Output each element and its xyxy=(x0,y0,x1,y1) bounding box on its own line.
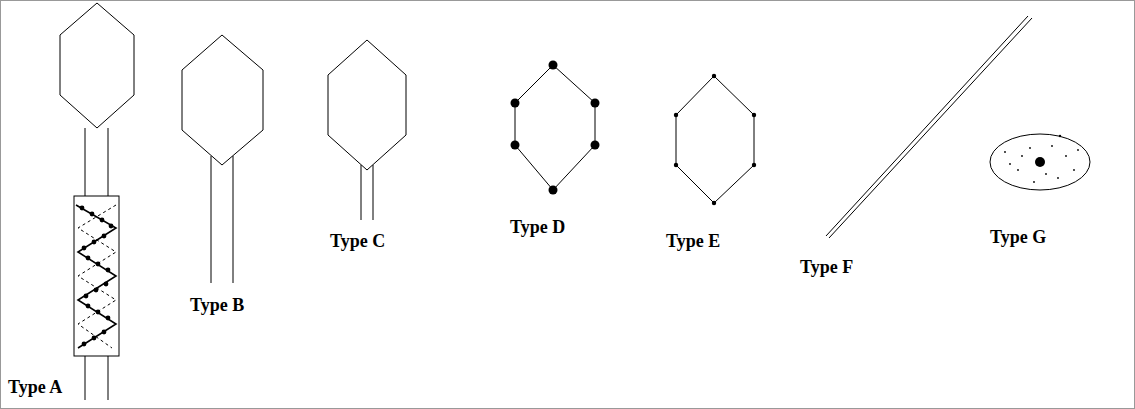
phage-a xyxy=(60,3,134,400)
type-label: Type G xyxy=(990,228,1046,248)
type-label: Type C xyxy=(330,232,385,252)
icosahedral-d xyxy=(511,61,600,195)
phage-c xyxy=(328,40,406,220)
type-label: Type B xyxy=(190,296,244,316)
type-label: Type D xyxy=(510,218,565,238)
icosahedral-e xyxy=(674,74,756,205)
phage-b xyxy=(182,35,263,283)
helix-dots xyxy=(80,206,114,347)
rod-f xyxy=(826,16,1032,238)
type-label: Type A xyxy=(8,378,62,398)
type-label: Type E xyxy=(666,232,720,252)
type-label: Type F xyxy=(800,258,853,278)
spherical-g xyxy=(990,134,1090,190)
